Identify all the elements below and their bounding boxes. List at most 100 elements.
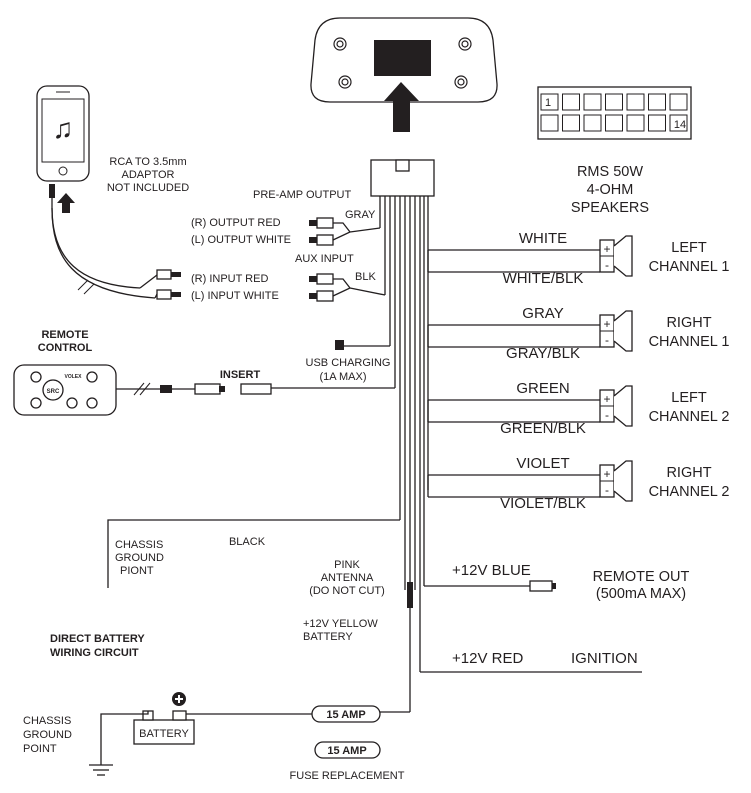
usb-label: USB CHARGING [306,357,391,369]
harness-wires [379,196,429,712]
svg-text:(DO NOT CUT): (DO NOT CUT) [309,585,385,597]
svg-text:15 AMP: 15 AMP [327,745,366,757]
svg-text:BATTERY: BATTERY [139,728,189,740]
pin-cell [605,93,623,111]
preamp-left-label: (L) OUTPUT WHITE [191,234,291,246]
preamp-wire-label: GRAY [345,209,376,221]
src-button [42,379,64,401]
svg-text:GROUND: GROUND [115,552,164,564]
break-mark [77,279,89,291]
remote-control-unit: SRC VOLEX [13,364,117,416]
pin-cell [562,114,580,132]
negative-wire-label: WHITE/BLK [503,270,584,287]
antenna-label: PINK ANTENNA (DO NOT CUT) [309,559,385,597]
pin-cell [669,93,688,111]
harness-plug [370,159,435,197]
svg-text:WIRING CIRCUIT: WIRING CIRCUIT [50,647,139,659]
positive-wire-label: GRAY [522,305,563,322]
phone-note: RCA TO 3.5mm ADAPTOR NOT INCLUDED [107,156,189,194]
minus-sign: - [605,333,609,347]
pin-cell [562,93,580,111]
insert-plug [194,383,221,395]
aux-wire-label: BLK [355,271,376,283]
antenna-lead [407,582,413,608]
head-unit [310,17,498,103]
remote-title: REMOTE [41,329,88,341]
svg-text:15 AMP: 15 AMP [326,709,365,721]
pin-cell [605,114,623,132]
pin-cell [583,93,602,111]
positive-wire-label: GREEN [516,380,569,397]
plus-sign: + [603,392,610,406]
pin-cell [648,114,666,132]
direct-battery-title: DIRECT BATTERY [50,633,145,645]
channel-side-label: LEFT [671,390,707,406]
positive-wire-label: WHITE [519,230,567,247]
ignition-wire-label: +12V RED [452,650,523,667]
aux-right-label: (R) INPUT RED [191,273,268,285]
svg-text:CHASSIS: CHASSIS [23,715,71,727]
play-pause-icon [86,371,98,383]
black-wire-label: BLACK [229,536,266,548]
preamp-right-label: (R) OUTPUT RED [191,217,281,229]
pin-cell [648,93,666,111]
plus-sign: + [603,467,610,481]
svg-text:SRC: SRC [47,389,60,395]
minus-sign: - [605,408,609,422]
music-note-icon: ♫ [53,113,74,144]
aux-title: AUX INPUT [295,253,354,265]
mount-screw [333,37,472,89]
svg-text:SPEAKERS: SPEAKERS [571,200,649,216]
black-ground-wire [107,519,400,588]
remote-out-wire-label: +12V BLUE [452,562,531,579]
svg-text:BATTERY: BATTERY [303,631,353,643]
vol-up-icon [30,371,42,383]
speaker-cone-icon [613,235,633,277]
remote-out-terminal [529,580,553,592]
channel-side-label: RIGHT [666,465,711,481]
pin-cell [583,114,602,132]
svg-text:4-OHM: 4-OHM [587,182,634,198]
ground-symbol-icon [89,764,113,776]
svg-text:CHASSIS: CHASSIS [115,539,163,551]
plus-sign: + [603,317,610,331]
negative-wire-label: GREEN/BLK [500,420,586,437]
positive-wire-label: VIOLET [516,455,569,472]
display-screen [374,40,431,76]
plus-sign: + [603,242,610,256]
svg-text:ADAPTOR: ADAPTOR [122,169,175,181]
channel-number-label: CHANNEL 2 [649,484,730,500]
phone-icon [36,85,90,182]
minus-sign: - [605,483,609,497]
svg-text:PIONT: PIONT [120,565,154,577]
channel-side-label: RIGHT [666,315,711,331]
pin-cell [669,114,688,132]
rca-plug-pair [309,217,334,246]
usb-connector [335,340,344,350]
channel-side-label: LEFT [671,240,707,256]
svg-text:POINT: POINT [23,743,57,755]
svg-text:(1A MAX): (1A MAX) [319,371,366,383]
aux-left-label: (L) INPUT WHITE [191,290,279,302]
arrow-up-icon [384,82,419,132]
arrow-up-small-icon [57,193,75,213]
prev-track-icon [66,397,78,409]
chassis-ground-bottom-label: CHASSIS GROUND POINT [23,715,72,755]
insert-socket [240,383,272,395]
speaker-cone-icon [613,460,633,502]
preamp-title: PRE-AMP OUTPUT [253,189,351,201]
chassis-ground-top-label: CHASSIS GROUND PIONT [115,539,164,577]
fuse-replacement [314,741,381,759]
phone-jack [49,184,55,208]
speaker-spec: RMS 50W 4-OHM SPEAKERS [571,164,649,216]
phone-cable [51,207,141,289]
pin-first-label: 1 [545,97,551,109]
svg-text:GROUND: GROUND [23,729,72,741]
battery-icon: BATTERY [133,692,195,745]
channel-number-label: CHANNEL 1 [649,259,730,275]
